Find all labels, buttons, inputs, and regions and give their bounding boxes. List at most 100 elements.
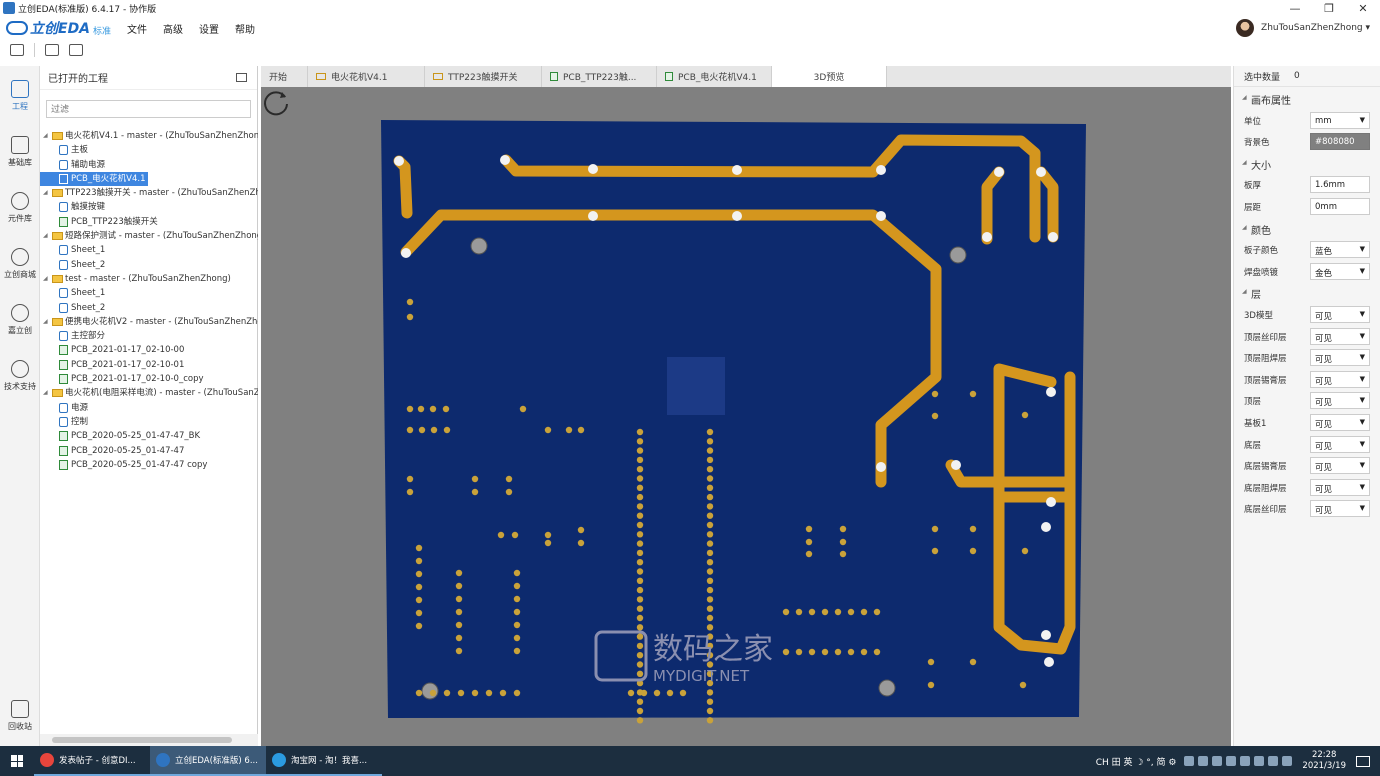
tab-4[interactable]: PCB_电火花机V4.1 — [657, 66, 772, 87]
menu-file[interactable]: 文件 — [127, 24, 148, 36]
tree-document[interactable]: Sheet_1 — [40, 286, 258, 300]
expand-toggle-icon[interactable]: ◢ — [43, 317, 48, 325]
board-color-select[interactable]: 蓝色▼ — [1310, 241, 1370, 259]
tray-app-icon[interactable] — [1212, 756, 1223, 766]
surface-finish-select[interactable]: 金色▼ — [1310, 262, 1370, 280]
tree-document[interactable]: PCB_电火花机V4.1 — [40, 171, 148, 187]
tab-3[interactable]: PCB_TTP223触... — [542, 66, 657, 87]
user-menu[interactable]: ZhuTouSanZhenZhong ▾ — [1236, 19, 1370, 37]
layer-visibility-select[interactable]: 可见▼ — [1310, 413, 1370, 431]
tree-document[interactable]: PCB_2021-01-17_02-10-01 — [40, 358, 258, 372]
tree-project[interactable]: ◢短路保护测试 - master - (ZhuTouSanZhenZhong) — [40, 229, 258, 243]
tree-project[interactable]: ◢电火花机V4.1 - master - (ZhuTouSanZhenZhong… — [40, 129, 258, 143]
layer-visibility-select[interactable]: 可见▼ — [1310, 327, 1370, 345]
layer-visibility-select[interactable]: 可见▼ — [1310, 349, 1370, 367]
menu-settings[interactable]: 设置 — [199, 24, 220, 36]
section-layers[interactable]: ◢ 层 — [1234, 281, 1380, 303]
filter-input[interactable] — [46, 100, 251, 118]
expand-toggle-icon[interactable]: ◢ — [43, 189, 48, 197]
tab-2[interactable]: TTP223触摸开关 — [425, 66, 542, 87]
tree-document[interactable]: Sheet_1 — [40, 243, 258, 257]
expand-toggle-icon[interactable]: ◢ — [43, 232, 48, 240]
open-project-icon[interactable] — [236, 73, 247, 82]
tree-project[interactable]: ◢test - master - (ZhuTouSanZhenZhong) — [40, 272, 258, 286]
taskbar-app[interactable]: 淘宝网 - 淘！我喜... — [266, 746, 382, 776]
tree-document[interactable]: PCB_2021-01-17_02-10-00 — [40, 343, 258, 357]
background-color-field[interactable]: #808080 — [1310, 133, 1370, 151]
expand-toggle-icon[interactable]: ◢ — [43, 132, 48, 139]
layer-visibility-select[interactable]: 可见▼ — [1310, 305, 1370, 323]
close-button[interactable]: ✕ — [1358, 1, 1368, 15]
network-icon[interactable] — [1268, 756, 1279, 766]
tray-app-icon[interactable] — [1184, 756, 1195, 766]
ime-indicator[interactable]: CH 田 英 ☽ °, 简 ⚙ — [1095, 757, 1177, 768]
tree-document[interactable]: 主板 — [40, 143, 258, 157]
layer-visibility-select[interactable]: 可见▼ — [1310, 370, 1370, 388]
minimize-button[interactable]: — — [1289, 1, 1301, 15]
notification-icon[interactable] — [1356, 755, 1370, 767]
tree-document[interactable]: PCB_2020-05-25_01-47-47 — [40, 444, 258, 458]
image-icon[interactable] — [45, 44, 59, 56]
rail-item-recycle[interactable]: 回收站 — [0, 700, 40, 732]
thickness-input[interactable]: 1.6mm — [1310, 176, 1370, 194]
layer-visibility-select[interactable]: 可见▼ — [1310, 478, 1370, 496]
tree-document[interactable]: PCB_2020-05-25_01-47-47 copy — [40, 458, 258, 472]
tree-document[interactable]: PCB_2020-05-25_01-47-47_BK — [40, 429, 258, 443]
tree-document[interactable]: 主控部分 — [40, 329, 258, 343]
layer-visibility-select[interactable]: 可见▼ — [1310, 500, 1370, 518]
rail-item-lcsc[interactable]: 立创商城 — [0, 248, 40, 280]
expand-toggle-icon[interactable]: ◢ — [43, 389, 48, 397]
open-folder-icon[interactable] — [10, 44, 24, 56]
menu-advanced[interactable]: 高级 — [163, 24, 184, 36]
watermark-title: 数码之家 — [653, 632, 773, 667]
tray-app-icon[interactable] — [1254, 756, 1265, 766]
taskbar-app[interactable]: 发表帖子 - 创意DI... — [34, 746, 150, 776]
rail-item-basic-lib[interactable]: 基础库 — [0, 136, 40, 168]
tree-document[interactable]: Sheet_2 — [40, 258, 258, 272]
tray-app-icon[interactable] — [1198, 756, 1209, 766]
section-size[interactable]: ◢ 大小 — [1234, 152, 1380, 174]
tree-document[interactable]: PCB_TTP223触摸开关 — [40, 215, 258, 229]
taskbar-app[interactable]: 立创EDA(标准版) 6... — [150, 746, 266, 776]
tree-document[interactable]: 辅助电源 — [40, 158, 258, 172]
tree-project[interactable]: ◢便携电火花机V2 - master - (ZhuTouSanZhenZhong… — [40, 315, 258, 329]
unit-select[interactable]: mm▼ — [1310, 111, 1370, 129]
tree-document[interactable]: 电源 — [40, 401, 258, 415]
tree-document[interactable]: 控制 — [40, 415, 258, 429]
layer-visibility-select[interactable]: 可见▼ — [1310, 435, 1370, 453]
volume-icon[interactable] — [1282, 756, 1293, 766]
rotate-reset-icon[interactable] — [261, 87, 291, 117]
tab-1[interactable]: 电火花机V4.1 — [308, 66, 425, 87]
tray-app-icon[interactable] — [1240, 756, 1251, 766]
section-title: 画布属性 — [1251, 96, 1291, 107]
menu-help[interactable]: 帮助 — [235, 24, 256, 36]
maximize-button[interactable]: ❐ — [1324, 1, 1334, 15]
section-color[interactable]: ◢ 颜色 — [1234, 217, 1380, 239]
layer-spacing-input[interactable]: 0mm — [1310, 197, 1370, 215]
tree-project[interactable]: ◢TTP223触摸开关 - master - (ZhuTouSanZhenZho… — [40, 186, 258, 200]
section-canvas[interactable]: ◢ 画布属性 — [1234, 87, 1380, 109]
rail-item-component-lib[interactable]: 元件库 — [0, 192, 40, 224]
start-button[interactable] — [0, 746, 34, 776]
tab-0[interactable]: 开始 — [261, 66, 308, 87]
expand-toggle-icon[interactable]: ◢ — [43, 274, 48, 282]
tree-document[interactable]: 触摸按键 — [40, 200, 258, 214]
tab-5[interactable]: 3D预览 — [772, 66, 887, 87]
rail-item-support[interactable]: 技术支持 — [0, 360, 40, 392]
scrollbar-thumb[interactable] — [52, 737, 232, 743]
clock[interactable]: 22:28 2021/3/19 — [1302, 750, 1346, 772]
brand-name: 立创EDA — [30, 21, 91, 37]
rail-item-jlc[interactable]: 嘉立创 — [0, 304, 40, 336]
tray-app-icon[interactable] — [1226, 756, 1237, 766]
layer-visibility-select[interactable]: 可见▼ — [1310, 392, 1370, 410]
solder-pad — [471, 689, 479, 697]
tree-project[interactable]: ◢电火花机(电阻采样电流) - master - (ZhuTouSanZhenZ… — [40, 386, 258, 400]
rail-item-project[interactable]: 工程 — [0, 80, 40, 112]
layers-icon[interactable] — [69, 44, 83, 56]
horizontal-scrollbar[interactable] — [40, 734, 258, 746]
tree-document[interactable]: PCB_2021-01-17_02-10-0_copy — [40, 372, 258, 386]
tree-document[interactable]: Sheet_2 — [40, 301, 258, 315]
layer-visibility-select[interactable]: 可见▼ — [1310, 457, 1370, 475]
